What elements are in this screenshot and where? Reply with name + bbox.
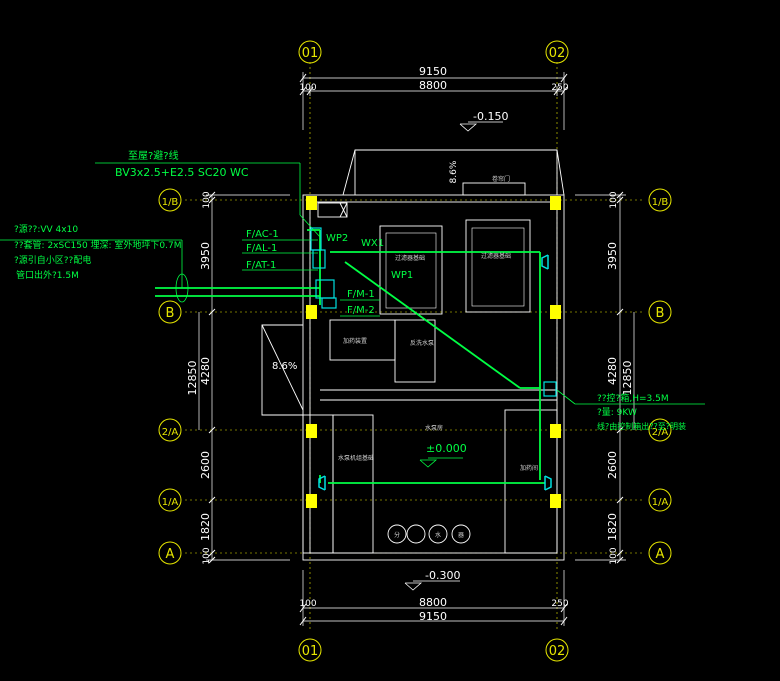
room-label-cabinet-2: 水 <box>435 531 441 539</box>
axis-label-left-2a: 2/A <box>162 427 179 438</box>
wiring <box>155 229 545 484</box>
dim-top-left-offset: 100 <box>299 83 316 93</box>
note-right-line2: ?量: 9KW <box>597 407 637 418</box>
dim-right-seg-2: 4280 <box>606 357 619 385</box>
dim-bottom-inner: 8800 <box>419 596 447 609</box>
slope-top: 8.6% <box>449 160 459 183</box>
room-label-pump-1: 加药装置 <box>343 337 367 345</box>
level-markers <box>404 121 503 591</box>
dim-left-total: 12850 <box>186 361 199 396</box>
filter-tank-2 <box>465 219 531 313</box>
axis-label-right-a: A <box>656 547 665 562</box>
note-right-line3: 线?由控制箱出??至?明装 <box>597 421 686 431</box>
level-bottom: -0.300 <box>425 569 460 582</box>
pump-base <box>394 319 436 383</box>
dim-right-bottom: 100 <box>609 547 619 564</box>
room-label-pump-2: 反洗水泵 <box>410 339 434 347</box>
axis-label-right-1b: 1/B <box>652 197 669 208</box>
dim-left-seg-3: 2600 <box>199 451 212 479</box>
panel-label-wp2: WP2 <box>326 233 348 244</box>
room-label-dosing: 加药间 <box>520 464 538 472</box>
outer-wall <box>302 194 565 561</box>
dim-right-seg-4: 1820 <box>606 513 619 541</box>
room-label-cabinet-1: 分 <box>394 531 400 539</box>
axis-label-left-1b: 1/B <box>162 197 179 208</box>
room-label-cabinet-3: 器 <box>458 532 464 539</box>
roof-canopy <box>342 149 565 196</box>
room-label-roll-door: 卷帘门 <box>492 175 510 183</box>
note-left-line1: ?源??:VV 4x10 <box>14 224 78 235</box>
axis-label-right-2a: 2/A <box>652 427 669 438</box>
axis-label-top-02: 02 <box>549 46 566 61</box>
note-left-line4: 管口出外?1.5M <box>16 269 79 281</box>
left-ramp <box>261 324 303 416</box>
dim-right-seg-1: 3950 <box>606 242 619 270</box>
wiring-thin <box>0 162 705 405</box>
axis-label-left-b: B <box>166 306 175 321</box>
note-top-line2: BV3x2.5+E2.5 SC20 WC <box>115 166 249 179</box>
level-center: ±0.000 <box>426 442 467 455</box>
room-label-filter-2: 过滤器基础 <box>481 252 511 260</box>
panel-label-wp1: WP1 <box>391 270 413 281</box>
level-top: -0.150 <box>473 110 508 123</box>
axis-label-bottom-01: 01 <box>302 644 319 659</box>
roll-door <box>462 182 526 196</box>
panel-label-wx1: WX1 <box>361 238 384 249</box>
axis-bubbles <box>158 40 672 662</box>
dimension-lines <box>198 72 635 626</box>
dimension-text: 9150 8800 100 250 8800 9150 100 250 100 … <box>186 65 634 623</box>
dimension-ticks <box>208 73 624 626</box>
dim-top-total: 9150 <box>419 65 447 78</box>
axis-label-right-b: B <box>656 306 665 321</box>
panel-label-m1: F/M-1 <box>347 289 375 300</box>
axis-label-left-a: A <box>166 547 175 562</box>
panel-label-m2: F/M-2 <box>347 305 375 316</box>
dim-bottom-left-offset: 100 <box>299 599 316 609</box>
columns <box>306 196 561 508</box>
note-left-line3: ?源引自小区??配电 <box>14 254 91 266</box>
panel-label-at: F/AT-1 <box>246 260 276 271</box>
dim-bottom-right-offset: 250 <box>551 599 568 609</box>
slope-left: 8.6% <box>272 361 297 372</box>
inner-wall <box>309 201 558 554</box>
dim-left-bottom: 100 <box>202 547 212 564</box>
room-label-pump-room: 水泵房 <box>425 424 443 432</box>
axis-lines <box>185 62 645 632</box>
panel-label-ac: F/AC-1 <box>246 229 279 240</box>
fixtures <box>318 254 552 491</box>
note-right-line1: ??控?箱,H=3.5M <box>597 392 669 404</box>
dim-right-total: 12850 <box>621 361 634 396</box>
dim-right-top: 100 <box>609 191 619 208</box>
axis-label-top-01: 01 <box>302 46 319 61</box>
note-top-line1: 至屋?避?线 <box>128 149 179 162</box>
filter-tank-1 <box>379 225 443 315</box>
axis-bubble-labels: 01 02 01 02 1/B B 2/A 1/A A 1/B B 2/A 1/… <box>162 46 669 659</box>
room-label-filter-1: 过滤器基础 <box>395 254 425 262</box>
dim-left-seg-1: 3950 <box>199 242 212 270</box>
room-label-corridor: 水泵机组基础 <box>338 454 374 462</box>
dim-left-top: 100 <box>202 191 212 208</box>
dim-bottom-total: 9150 <box>419 610 447 623</box>
note-left-line2: ??套管: 2xSC150 埋深: 室外地坪下0.7M <box>14 239 182 251</box>
axis-label-left-1a: 1/A <box>162 497 179 508</box>
dim-left-seg-2: 4280 <box>199 357 212 385</box>
dim-right-seg-3: 2600 <box>606 451 619 479</box>
dim-top-right-offset: 250 <box>551 83 568 93</box>
dim-top-inner: 8800 <box>419 79 447 92</box>
axis-label-bottom-02: 02 <box>549 644 566 659</box>
dim-left-seg-4: 1820 <box>199 513 212 541</box>
panel-label-al: F/AL-1 <box>246 243 277 254</box>
building-walls <box>261 149 565 561</box>
panel-boxes <box>310 227 557 397</box>
axis-label-right-1a: 1/A <box>652 497 669 508</box>
